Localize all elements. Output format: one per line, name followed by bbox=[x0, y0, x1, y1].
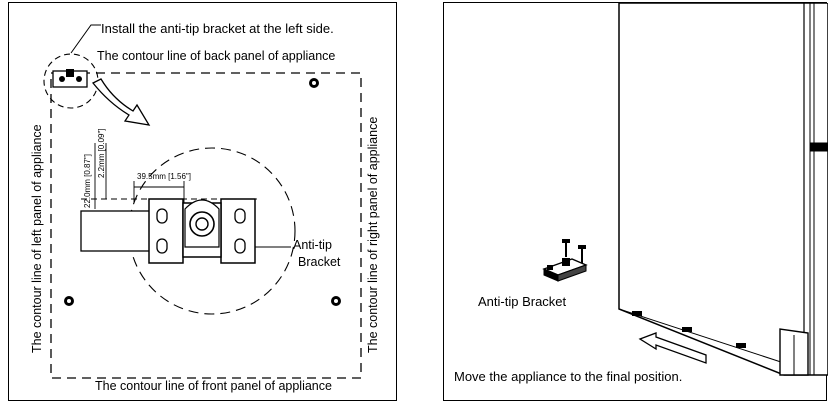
bracket-label-line1: Anti-tip bbox=[293, 238, 332, 252]
appliance-contour bbox=[50, 72, 362, 379]
anti-tip-bracket-illustration bbox=[542, 239, 588, 282]
move-direction-arrow bbox=[638, 332, 707, 364]
front-contour-label: The contour line of front panel of appli… bbox=[95, 379, 332, 393]
anti-tip-bracket-detail bbox=[80, 198, 256, 264]
appliance-body bbox=[618, 3, 828, 376]
left-diagram-drawing bbox=[43, 24, 362, 379]
screw-holes bbox=[64, 78, 341, 306]
dim-39mm-label: 39.5mm [1.56"] bbox=[137, 172, 191, 181]
right-diagram-panel: Anti-tip Bracket Move the appliance to t… bbox=[443, 2, 828, 401]
bracket-label: Anti-tip Bracket bbox=[478, 294, 567, 309]
dim-2mm-label: 2.2mm [0.09"] bbox=[97, 128, 106, 178]
bracket-label-line2: Bracket bbox=[298, 255, 341, 269]
instruction-text: Install the anti-tip bracket at the left… bbox=[101, 21, 334, 36]
dim-22mm-label: 22.0mm [0.87"] bbox=[83, 154, 92, 208]
back-contour-label: The contour line of back panel of applia… bbox=[97, 49, 336, 63]
right-contour-label: The contour line of right panel of appli… bbox=[366, 116, 380, 353]
caption-text: Move the appliance to the final position… bbox=[454, 369, 683, 384]
left-contour-label: The contour line of left panel of applia… bbox=[30, 124, 44, 353]
right-diagram-drawing bbox=[542, 3, 828, 376]
left-diagram-panel: Install the anti-tip bracket at the left… bbox=[8, 2, 397, 401]
